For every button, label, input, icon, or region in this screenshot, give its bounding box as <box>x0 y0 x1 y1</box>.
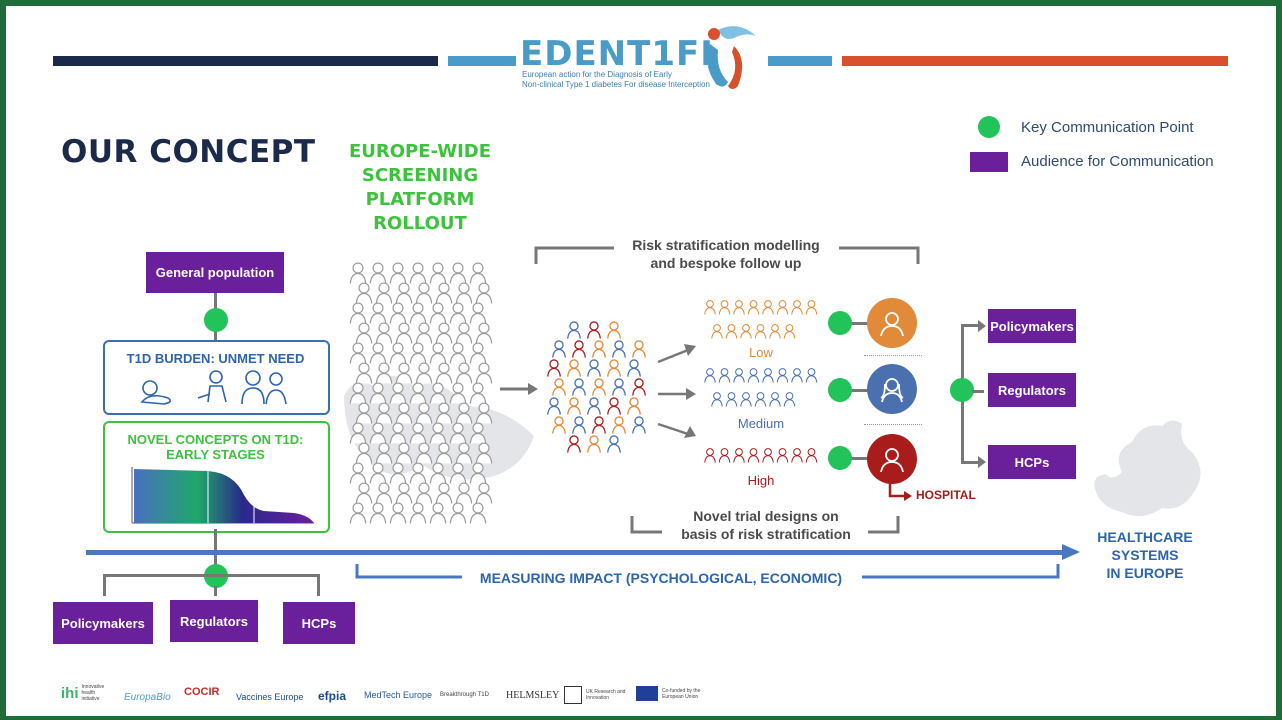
high-risk-person-icon <box>867 434 917 484</box>
partner-eu: Co-funded by the European Union <box>662 687 701 700</box>
timeline-arrow-line <box>86 550 1066 555</box>
logo-subtitle-2: Non-clinical Type 1 diabetes For disease… <box>522 80 710 89</box>
healthcare-label: HEALTHCARE SYSTEMS IN EUROPE <box>1080 528 1210 582</box>
partner-ukri: UK Research and Innovation <box>586 689 626 701</box>
bottom-hcps-box: HCPs <box>283 602 355 644</box>
key-point-dot-low <box>828 311 852 335</box>
high-label: High <box>747 473 775 488</box>
healthcare-line-3: IN EUROPE <box>1106 565 1184 581</box>
bottom-regulators-box: Regulators <box>170 600 258 642</box>
stages-progression-graphic <box>131 467 314 524</box>
partner-medtech: MedTech Europe <box>364 690 433 700</box>
bottom-tree-left-drop <box>103 574 106 596</box>
novel-title-line-2: EARLY STAGES <box>166 447 265 462</box>
risk-header: Risk stratification modelling and bespok… <box>566 236 886 272</box>
partner-eu-logo: Co-funded by the European Union <box>636 686 722 701</box>
impact-bracket <box>355 564 1060 579</box>
key-point-dot-medium <box>828 378 852 402</box>
novel-title-line-1: NOVEL CONCEPTS ON T1D: <box>127 432 304 447</box>
header-bar-orange <box>842 56 1228 66</box>
rollout-line-3: PLATFORM <box>365 189 475 210</box>
low-connector <box>846 322 868 325</box>
right-regulators-box: Regulators <box>988 373 1076 407</box>
risk-bracket <box>534 246 920 264</box>
divider-2 <box>864 424 922 425</box>
rollout-title: EUROPE-WIDE SCREENING PLATFORM ROLLOUT <box>340 140 500 236</box>
right-tree-top <box>961 324 983 327</box>
header-bar-teal-left <box>448 56 516 66</box>
logo-text: EDENT1FI <box>520 34 714 74</box>
hospital-arrow-icon <box>888 482 912 501</box>
screening-crowd-icon <box>349 262 493 524</box>
logo-figures-icon <box>707 26 756 89</box>
trial-bracket <box>630 516 900 534</box>
partner-vaccines: Vaccines Europe <box>236 692 304 702</box>
key-point-dot-burden <box>204 308 228 332</box>
bottom-policymakers-box: Policymakers <box>53 602 153 644</box>
right-tree-bottom <box>961 461 983 464</box>
header-bar-navy <box>53 56 438 66</box>
partner-cocir: COCIR <box>184 686 220 698</box>
bottom-tree-right-drop <box>317 574 320 596</box>
divider-1 <box>864 355 922 356</box>
logo-subtitle-1: European action for the Diagnosis of Ear… <box>522 70 672 79</box>
partner-helmsley: HELMSLEY <box>506 690 560 701</box>
risk-header-line-1: Risk stratification modelling <box>632 237 820 253</box>
risk-header-line-2: and bespoke follow up <box>650 255 802 271</box>
europe-map-right <box>1094 420 1201 517</box>
medium-label: Medium <box>737 416 785 431</box>
high-connector <box>846 457 868 460</box>
key-point-dot-right <box>950 378 974 402</box>
partner-efpia: efpia <box>318 689 347 703</box>
partner-breakthrough: Breakthrough T1D <box>440 692 489 698</box>
right-policymakers-box: Policymakers <box>988 309 1076 343</box>
header-bar-teal-right <box>768 56 832 66</box>
bottom-tree-center-drop <box>214 586 217 596</box>
trial-label: Novel trial designs on basis of risk str… <box>646 507 886 543</box>
rollout-line-2: SCREENING <box>361 165 479 186</box>
medium-risk-person-icon <box>867 364 917 414</box>
partner-ihi: Innovative health initiative <box>81 684 105 702</box>
medium-connector <box>846 389 868 392</box>
healthcare-line-1: HEALTHCARE <box>1097 529 1193 545</box>
trial-line-1: Novel trial designs on <box>693 508 839 524</box>
timeline-arrowhead-icon <box>1062 544 1080 560</box>
impact-label: MEASURING IMPACT (PSYCHOLOGICAL, ECONOMI… <box>479 570 843 586</box>
high-risk-row-icon <box>704 448 818 463</box>
partner-europabio: EuropaBio <box>124 692 171 703</box>
risk-arrows <box>657 344 696 438</box>
bottom-tree-horizontal <box>103 574 319 577</box>
family-icon <box>140 370 287 405</box>
stratified-group-icon <box>547 321 646 453</box>
burden-title: T1D BURDEN: UNMET NEED <box>126 351 305 366</box>
right-hcps-box: HCPs <box>988 445 1076 479</box>
legend-green-dot <box>978 116 1000 138</box>
rollout-line-4: ROLLOUT <box>373 213 467 234</box>
right-tree-mid <box>972 390 984 393</box>
trial-line-2: basis of risk stratification <box>681 526 851 542</box>
low-risk-person-icon <box>867 298 917 348</box>
arrow-to-stratified <box>500 383 538 395</box>
low-risk-row-icon <box>704 300 818 339</box>
hospital-label: HOSPITAL <box>916 488 976 502</box>
healthcare-line-2: SYSTEMS <box>1111 547 1179 563</box>
legend-key-point: Key Communication Point <box>1021 119 1194 136</box>
general-population-box: General population <box>146 252 284 293</box>
low-label: Low <box>749 345 773 360</box>
novel-concepts-title: NOVEL CONCEPTS ON T1D: EARLY STAGES <box>103 432 328 462</box>
medium-risk-row-icon <box>704 368 818 407</box>
rollout-line-1: EUROPE-WIDE <box>348 141 491 162</box>
right-tree-arrowheads <box>978 320 986 468</box>
slide: EDENT1FI European action for the Diagnos… <box>6 6 1276 716</box>
legend-audience: Audience for Communication <box>1021 153 1214 170</box>
page-title: OUR CONCEPT <box>61 134 316 170</box>
partner-ukri-logo: UK Research and Innovation <box>564 686 630 704</box>
partner-ihi-logo: ihi Innovative health initiative <box>61 684 112 702</box>
key-point-dot-high <box>828 446 852 470</box>
legend-purple-square <box>970 152 1008 172</box>
